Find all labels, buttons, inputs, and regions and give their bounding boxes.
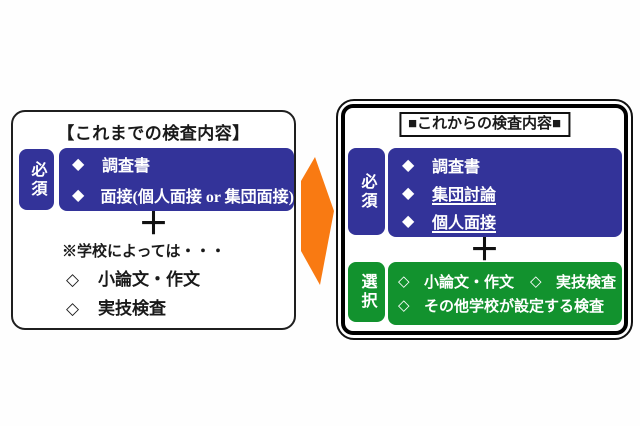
required-items-box-right: ◆ 調査書 ◆ 集団討論 ◆ 個人面接: [388, 148, 622, 237]
diamond-filled-icon: ◆: [72, 156, 85, 173]
diamond-filled-icon: ◆: [402, 156, 415, 174]
optional-item-row: ◇ その他学校が設定する検査: [398, 295, 622, 316]
diamond-filled-icon: ◆: [402, 184, 415, 202]
plus-sign-right: ＋: [469, 234, 500, 267]
diamond-filled-icon: ◆: [402, 212, 415, 230]
required-item-row: ◆ 調査書: [402, 153, 622, 177]
optional-item-text: 実技検査: [556, 275, 617, 291]
required-item-row: ◆ 面接(個人面接 or 集団面接): [72, 183, 294, 207]
optional-item-row: ◇ 小論文・作文 ◇ 実技検査: [398, 271, 622, 292]
panel-after-title: ■これからの検査内容■: [398, 112, 571, 137]
required-item-text: 調査書: [102, 158, 151, 175]
required-item-row: ◆ 個人面接: [402, 209, 622, 233]
required-item-row: ◆ 調査書: [72, 152, 294, 176]
panel-after: ■これからの検査内容■ 必須 ◆ 調査書 ◆ 集団討論 ◆ 個人面接 ＋ 選択: [341, 104, 628, 335]
diamond-outline-icon: ◇: [398, 298, 410, 314]
required-badge-left: 必須: [19, 149, 54, 210]
optional-item-text: 小論文・作文: [424, 275, 515, 291]
diamond-filled-icon: ◆: [72, 187, 85, 204]
plus-sign-left: ＋: [138, 208, 169, 241]
diamond-outline-icon: ◇: [398, 274, 410, 290]
panel-before: 【これまでの検査内容】 必須 ◆ 調査書 ◆ 面接(個人面接 or 集団面接) …: [11, 110, 296, 330]
panel-before-title: 【これまでの検査内容】: [57, 124, 250, 143]
optional-item-text: 小論文・作文: [98, 270, 200, 289]
required-item-text: 調査書: [432, 158, 481, 176]
school-dependent-note: ※学校によっては・・・: [62, 244, 226, 260]
optional-badge-right: 選択: [348, 262, 385, 322]
required-item-row: ◆ 集団討論: [402, 181, 622, 205]
required-badge-right: 必須: [348, 148, 385, 235]
required-item-text: 面接(個人面接 or 集団面接): [100, 189, 294, 206]
optional-item: ◇ 小論文・作文: [66, 265, 200, 290]
diamond-outline-icon: ◇: [530, 274, 542, 290]
optional-item-text: 実技検査: [98, 299, 166, 318]
panel-after-outer-border: ■これからの検査内容■ 必須 ◆ 調査書 ◆ 集団討論 ◆ 個人面接 ＋ 選択: [336, 99, 633, 340]
required-items-box-left: ◆ 調査書 ◆ 面接(個人面接 or 集団面接): [59, 148, 294, 211]
transition-arrow-icon: [301, 157, 334, 285]
optional-item: ◇ 実技検査: [66, 294, 166, 319]
required-item-text-underlined: 集団討論: [432, 186, 497, 204]
arrow-shape: [301, 157, 334, 285]
diamond-outline-icon: ◇: [66, 270, 80, 289]
required-item-text-underlined: 個人面接: [432, 214, 497, 232]
optional-items-box-right: ◇ 小論文・作文 ◇ 実技検査 ◇ その他学校が設定する検査: [388, 262, 622, 325]
diamond-outline-icon: ◇: [66, 299, 80, 318]
optional-item-text: その他学校が設定する検査: [424, 299, 605, 315]
